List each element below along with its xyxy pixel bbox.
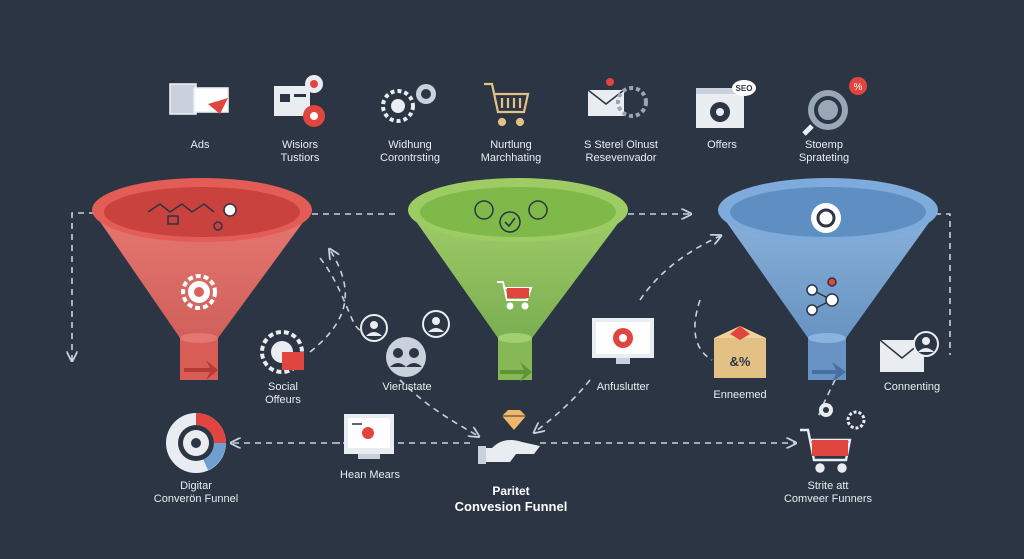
label-ads: Ads <box>190 139 210 151</box>
transport-icons <box>147 203 237 231</box>
pin-gear-icon <box>819 403 866 430</box>
profile-gear-icon <box>274 75 325 127</box>
monitor-icon <box>592 318 654 364</box>
red-funnel <box>92 178 312 380</box>
shopping-cart-icon <box>800 428 852 473</box>
user-circle-icon <box>360 314 388 342</box>
magnifier-percent-icon: % <box>802 77 867 136</box>
gears-icon <box>381 84 436 123</box>
label-viewstate: Vierustate <box>382 381 432 393</box>
label-anfuslutter: Anfuslutter <box>596 381 650 393</box>
checkmark-icons <box>474 200 548 233</box>
settings-icon <box>811 203 841 233</box>
laptop-search-icon <box>344 414 394 459</box>
center-title-line2: Convesion Funnel <box>454 499 568 514</box>
connector-lines <box>72 213 951 443</box>
green-funnel <box>408 178 628 382</box>
diamond-icon <box>502 410 526 430</box>
ad-browser-icon <box>169 83 229 115</box>
social-gear-icon <box>260 330 304 374</box>
hand-icon <box>478 440 540 464</box>
shopping-cart-icon <box>484 82 530 127</box>
donut-target-icon <box>166 413 226 473</box>
svg-text:&%: &% <box>730 354 751 369</box>
svg-text:SEO: SEO <box>736 84 753 93</box>
label-offers: Offers <box>707 139 737 151</box>
gift-box-icon: &% <box>714 326 766 378</box>
seo-window-icon: SEO <box>696 80 756 128</box>
svg-text:%: % <box>854 82 863 93</box>
envelope-gear-icon <box>587 78 648 118</box>
user-circle-icon <box>422 310 450 338</box>
label-enneemed: Enneemed <box>713 389 767 401</box>
label-hean-mears: Hean Mears <box>340 469 400 481</box>
shopping-cart-icon <box>497 281 533 310</box>
center-title-line1: Paritet <box>492 484 530 498</box>
gear-icon <box>181 274 217 310</box>
label-connenting: Connenting <box>883 381 941 393</box>
envelope-user-icon <box>879 331 939 372</box>
network-icon <box>806 277 839 316</box>
users-group-icon <box>386 337 426 377</box>
